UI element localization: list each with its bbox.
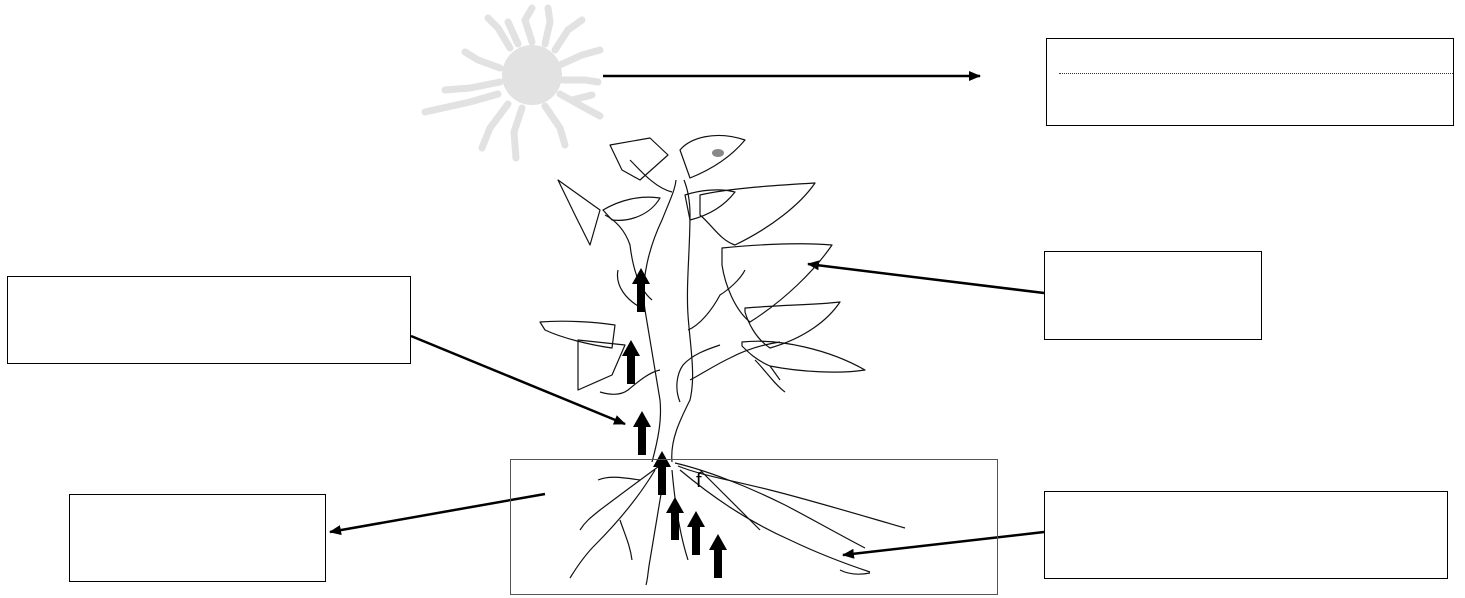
sunlight-label-box[interactable] xyxy=(1046,38,1454,126)
leaf-arrow xyxy=(808,264,1044,293)
soil-label-box[interactable] xyxy=(69,494,326,582)
soil-area xyxy=(510,459,998,595)
stem-arrow xyxy=(411,336,625,424)
sun-icon xyxy=(425,8,600,158)
answer-dotted-line xyxy=(1059,73,1453,74)
leaf-label-box[interactable] xyxy=(1044,251,1262,340)
stem-label-box[interactable] xyxy=(7,276,411,364)
root-label-box[interactable] xyxy=(1044,491,1448,579)
